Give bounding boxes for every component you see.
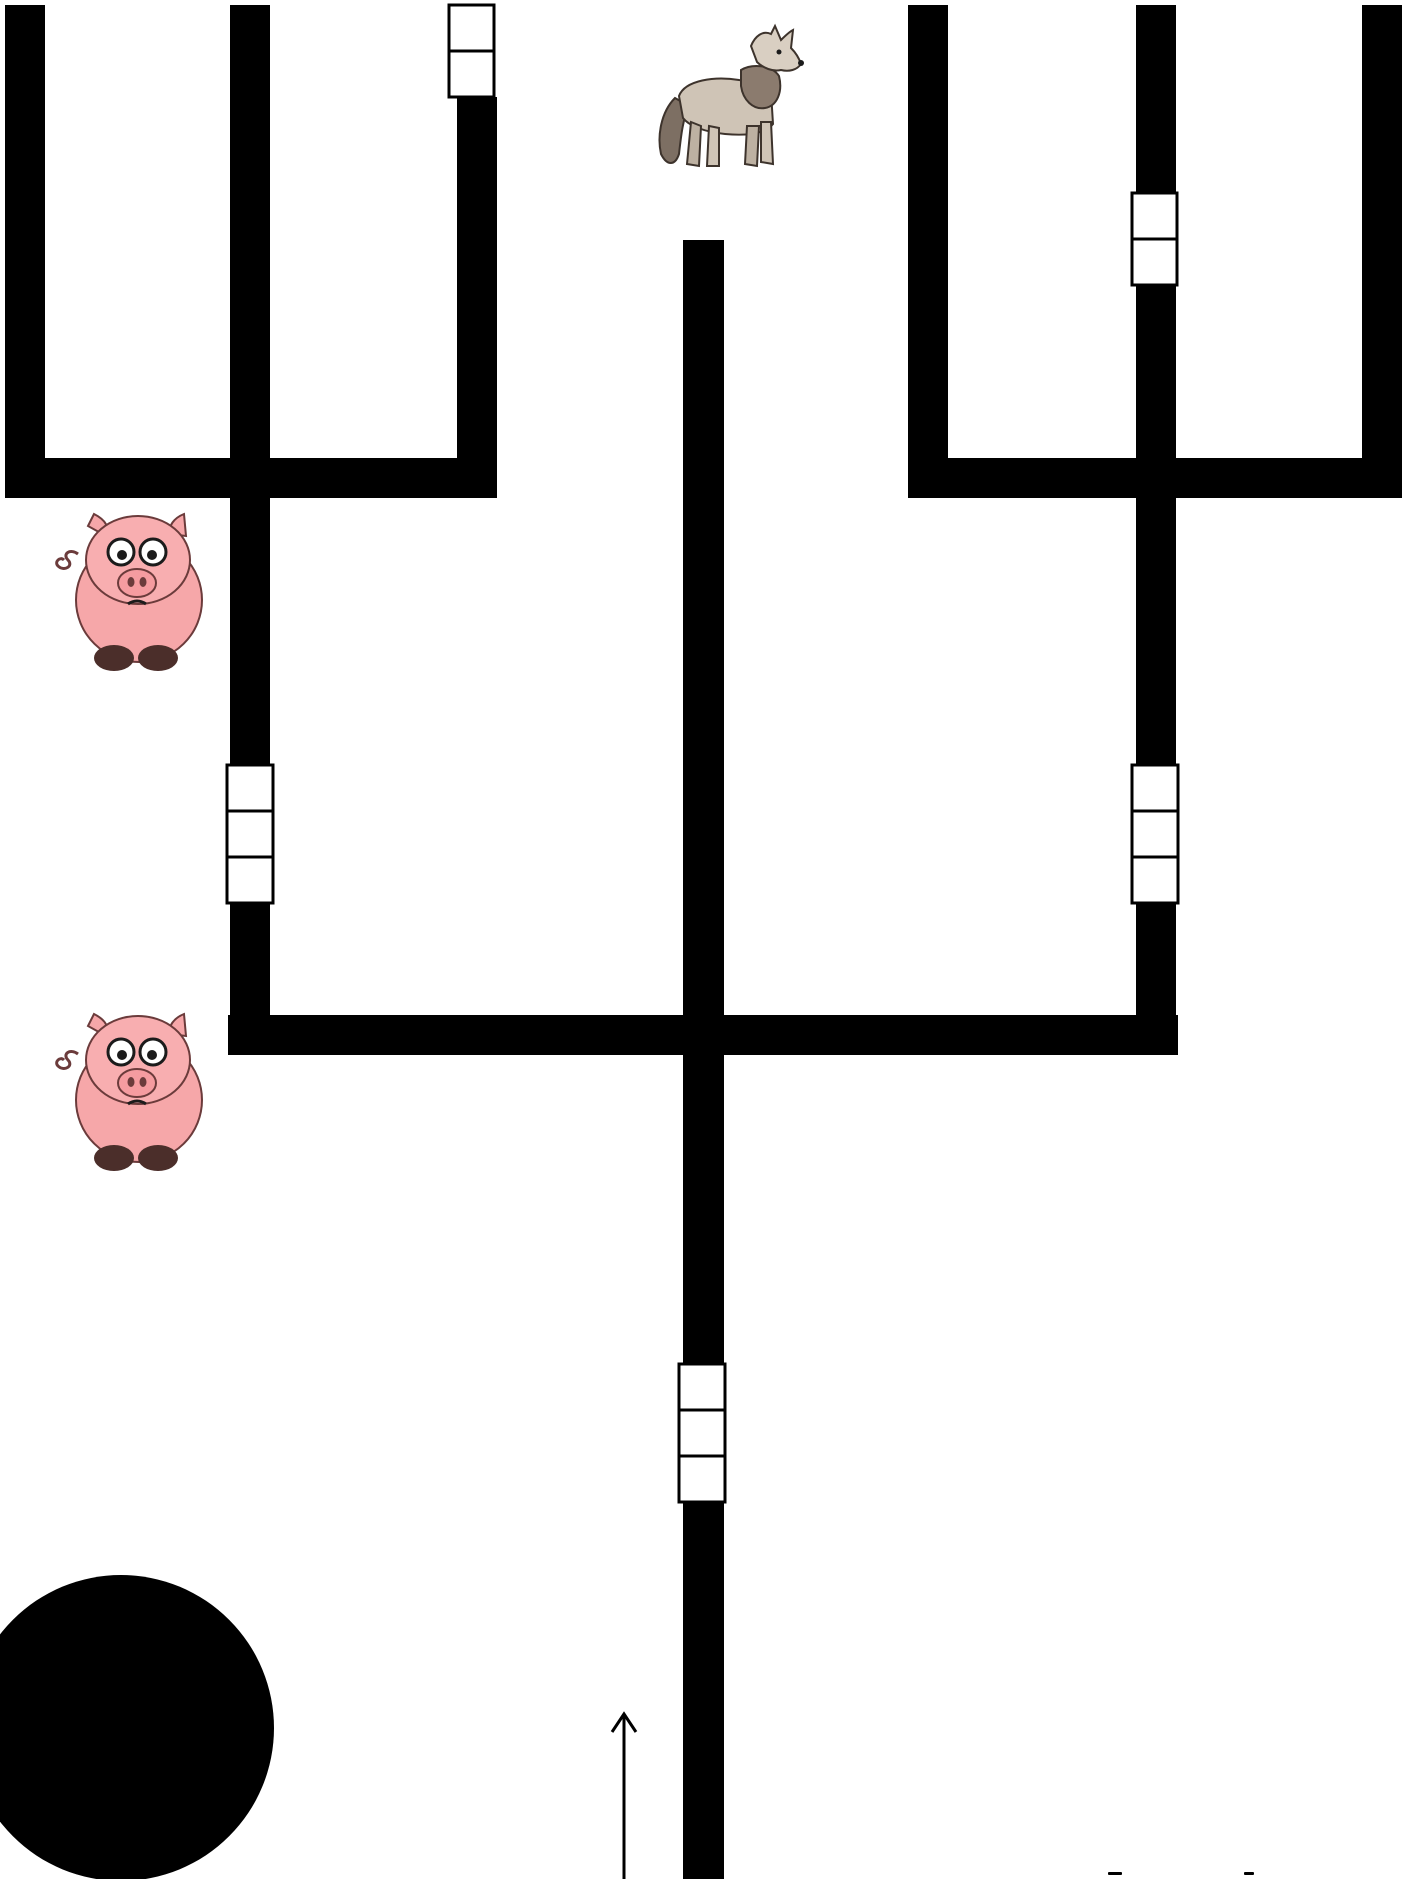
track-top-left-inner [457, 97, 497, 498]
gate-left-stem[interactable] [227, 765, 273, 903]
pig-icon[interactable] [57, 514, 202, 671]
gate-main-trunk[interactable] [679, 1364, 725, 1502]
wolf-icon[interactable] [660, 26, 804, 166]
track-top-left-outer [5, 5, 45, 498]
gate-top-left-branch[interactable] [449, 5, 494, 97]
track-top-left-crossbar [5, 458, 497, 498]
pig-icon[interactable] [57, 1014, 202, 1171]
gate-right-stem[interactable] [1132, 765, 1178, 903]
track-top-right-inner [908, 5, 948, 498]
arrow-up-icon [612, 1714, 636, 1879]
black-circle-token[interactable] [0, 1575, 274, 1879]
gate-top-right-branch[interactable] [1132, 193, 1177, 285]
track-top-left-middle [230, 5, 270, 498]
track-top-right-outer [1362, 5, 1402, 498]
corner-partial-mark [1108, 1872, 1254, 1875]
track-top-right-crossbar [908, 458, 1402, 498]
track-main-trunk [683, 240, 724, 1879]
track-network [5, 5, 1402, 1879]
